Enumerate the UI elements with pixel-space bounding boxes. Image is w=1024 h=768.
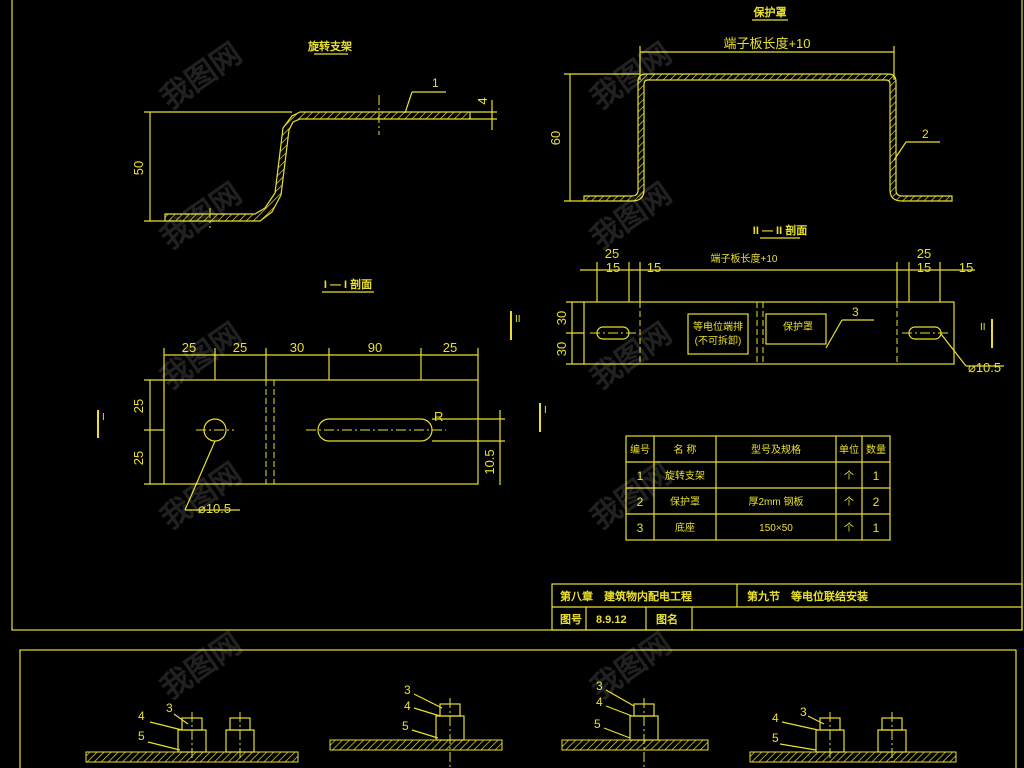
th-name: 名 称 xyxy=(674,443,697,456)
d3-callout-a: 3 xyxy=(596,679,603,693)
s2-dim-15a: 15 xyxy=(606,260,620,275)
drawing-no-label: 图号 xyxy=(560,613,582,626)
s2-inner-a1: 等电位端排 xyxy=(693,320,743,333)
s1-dim-25b: 25 xyxy=(233,340,247,355)
title-chapter: 第八章 建筑物内配电工程 xyxy=(560,589,692,603)
d3-callout-b: 4 xyxy=(596,695,603,709)
row2-spec: 厚2mm 钢板 xyxy=(749,495,804,508)
d4-callout-b: 3 xyxy=(800,705,807,719)
section-1-view: I — I 剖面 25 25 30 90 25 R 25 25 xyxy=(97,277,547,516)
row2-name: 保护罩 xyxy=(670,495,700,508)
s2-mark-left: II xyxy=(515,314,521,325)
s2-dim-25b: 25 xyxy=(917,246,931,261)
s2-inner-a2: (不可拆卸) xyxy=(695,334,742,347)
svg-text:我图网: 我图网 xyxy=(585,627,678,706)
callout-2: 2 xyxy=(922,127,929,141)
s1-mark-right: I xyxy=(544,405,547,416)
svg-text:我图网: 我图网 xyxy=(585,177,678,256)
s1-mark-left: I xyxy=(102,412,105,423)
cover-width-dim: 端子板长度+10 xyxy=(723,36,810,51)
cover-height-dim: 60 xyxy=(548,131,563,145)
d1-callout-c: 5 xyxy=(138,729,145,743)
section1-title: I — I 剖面 xyxy=(324,277,372,291)
svg-text:我图网: 我图网 xyxy=(585,457,678,536)
parts-table: 编号 名 称 型号及规格 单位 数量 1 旋转支架 个 1 2 保护罩 厚2mm… xyxy=(625,435,891,541)
svg-text:我图网: 我图网 xyxy=(155,37,248,116)
s1-hole-dim: ⌀10.5 xyxy=(198,501,231,516)
svg-text:我图网: 我图网 xyxy=(155,457,248,536)
bracket-view: 旋转支架 50 4 1 xyxy=(131,39,497,228)
s1-dim-25a: 25 xyxy=(182,340,196,355)
drawing-no: 8.9.12 xyxy=(596,614,627,626)
row2-no: 2 xyxy=(637,495,644,509)
s2-dim-15d: 15 xyxy=(959,260,973,275)
bend-height-dim: 50 xyxy=(131,161,146,175)
d2-callout-c: 5 xyxy=(402,719,409,733)
d1-callout-a: 4 xyxy=(138,709,145,723)
d1-callout-b: 3 xyxy=(166,701,173,715)
d2-callout-b: 4 xyxy=(404,699,411,713)
s1-dim-slot: 10.5 xyxy=(482,449,497,474)
bracket-title: 旋转支架 xyxy=(307,39,352,53)
drawing-name-label: 图名 xyxy=(656,612,678,626)
th-no: 编号 xyxy=(630,443,650,456)
lower-detail-3: 3 4 5 xyxy=(561,679,709,768)
s2-dim-15b: 15 xyxy=(647,260,661,275)
section2-width: 端子板长度+10 xyxy=(711,252,778,265)
d2-callout-a: 3 xyxy=(404,683,411,697)
s2-dim-25a: 25 xyxy=(605,246,619,261)
d3-callout-c: 5 xyxy=(594,717,601,731)
row3-spec: 150×50 xyxy=(759,523,793,534)
section-2-view: II — II 剖面 端子板长度+10 25 15 15 25 15 15 等电… xyxy=(510,223,1004,375)
row1-qty: 1 xyxy=(873,469,880,483)
watermark-layer: 我图网 我图网 我图网 我图网 我图网 我图网 我图网 我图网 我图网 我图网 xyxy=(155,37,678,706)
callout-1: 1 xyxy=(432,76,439,90)
row3-unit: 个 xyxy=(844,522,854,534)
s1-plate xyxy=(163,379,479,485)
s2-mark-right: II xyxy=(980,322,986,333)
s2-inner-box-a xyxy=(687,313,749,355)
cover-body xyxy=(583,73,953,202)
d4-callout-a: 4 xyxy=(772,711,779,725)
th-unit: 单位 xyxy=(839,443,859,456)
s1-dim-30: 30 xyxy=(290,340,304,355)
s1-radius: R xyxy=(434,409,443,424)
lower-detail-4: 4 3 5 xyxy=(749,705,957,763)
s2-dim-h30b: 30 xyxy=(554,342,569,356)
section2-title: II — II 剖面 xyxy=(753,223,807,237)
thickness-dim: 4 xyxy=(475,97,490,104)
s2-hole-dim: ⌀10.5 xyxy=(968,360,1001,375)
s2-inner-b: 保护罩 xyxy=(783,320,813,333)
svg-text:我图网: 我图网 xyxy=(155,317,248,396)
row2-qty: 2 xyxy=(873,495,880,509)
row1-name: 旋转支架 xyxy=(665,469,705,482)
d4-callout-c: 5 xyxy=(772,731,779,745)
cover-view: 保护罩 端子板长度+10 60 2 xyxy=(548,5,953,202)
s2-dim-h30a: 30 xyxy=(554,311,569,325)
row2-unit: 个 xyxy=(844,496,854,508)
lower-drawing-frame xyxy=(19,649,1017,768)
row1-no: 1 xyxy=(637,469,644,483)
s1-dim-h25a: 25 xyxy=(131,399,146,413)
lower-detail-1: 4 3 5 xyxy=(85,701,299,763)
s2-dim-15c: 15 xyxy=(917,260,931,275)
th-spec: 型号及规格 xyxy=(751,443,801,456)
row3-name: 底座 xyxy=(675,521,695,534)
row1-unit: 个 xyxy=(844,470,854,482)
lower-detail-2: 3 4 5 xyxy=(329,683,503,768)
s1-dim-25c: 25 xyxy=(443,340,457,355)
callout-3: 3 xyxy=(852,305,859,319)
title-section: 第九节 等电位联结安装 xyxy=(747,589,868,603)
row3-no: 3 xyxy=(637,521,644,535)
row3-qty: 1 xyxy=(873,521,880,535)
cover-title: 保护罩 xyxy=(753,5,787,19)
s2-inner-box-b xyxy=(765,313,827,345)
s1-dim-90: 90 xyxy=(368,340,382,355)
th-qty: 数量 xyxy=(866,443,886,456)
drawing-frame xyxy=(11,0,1023,631)
s1-dim-h25b: 25 xyxy=(131,451,146,465)
title-block: 第八章 建筑物内配电工程 第九节 等电位联结安装 图号 8.9.12 图名 xyxy=(551,583,1023,631)
svg-text:我图网: 我图网 xyxy=(155,627,248,706)
